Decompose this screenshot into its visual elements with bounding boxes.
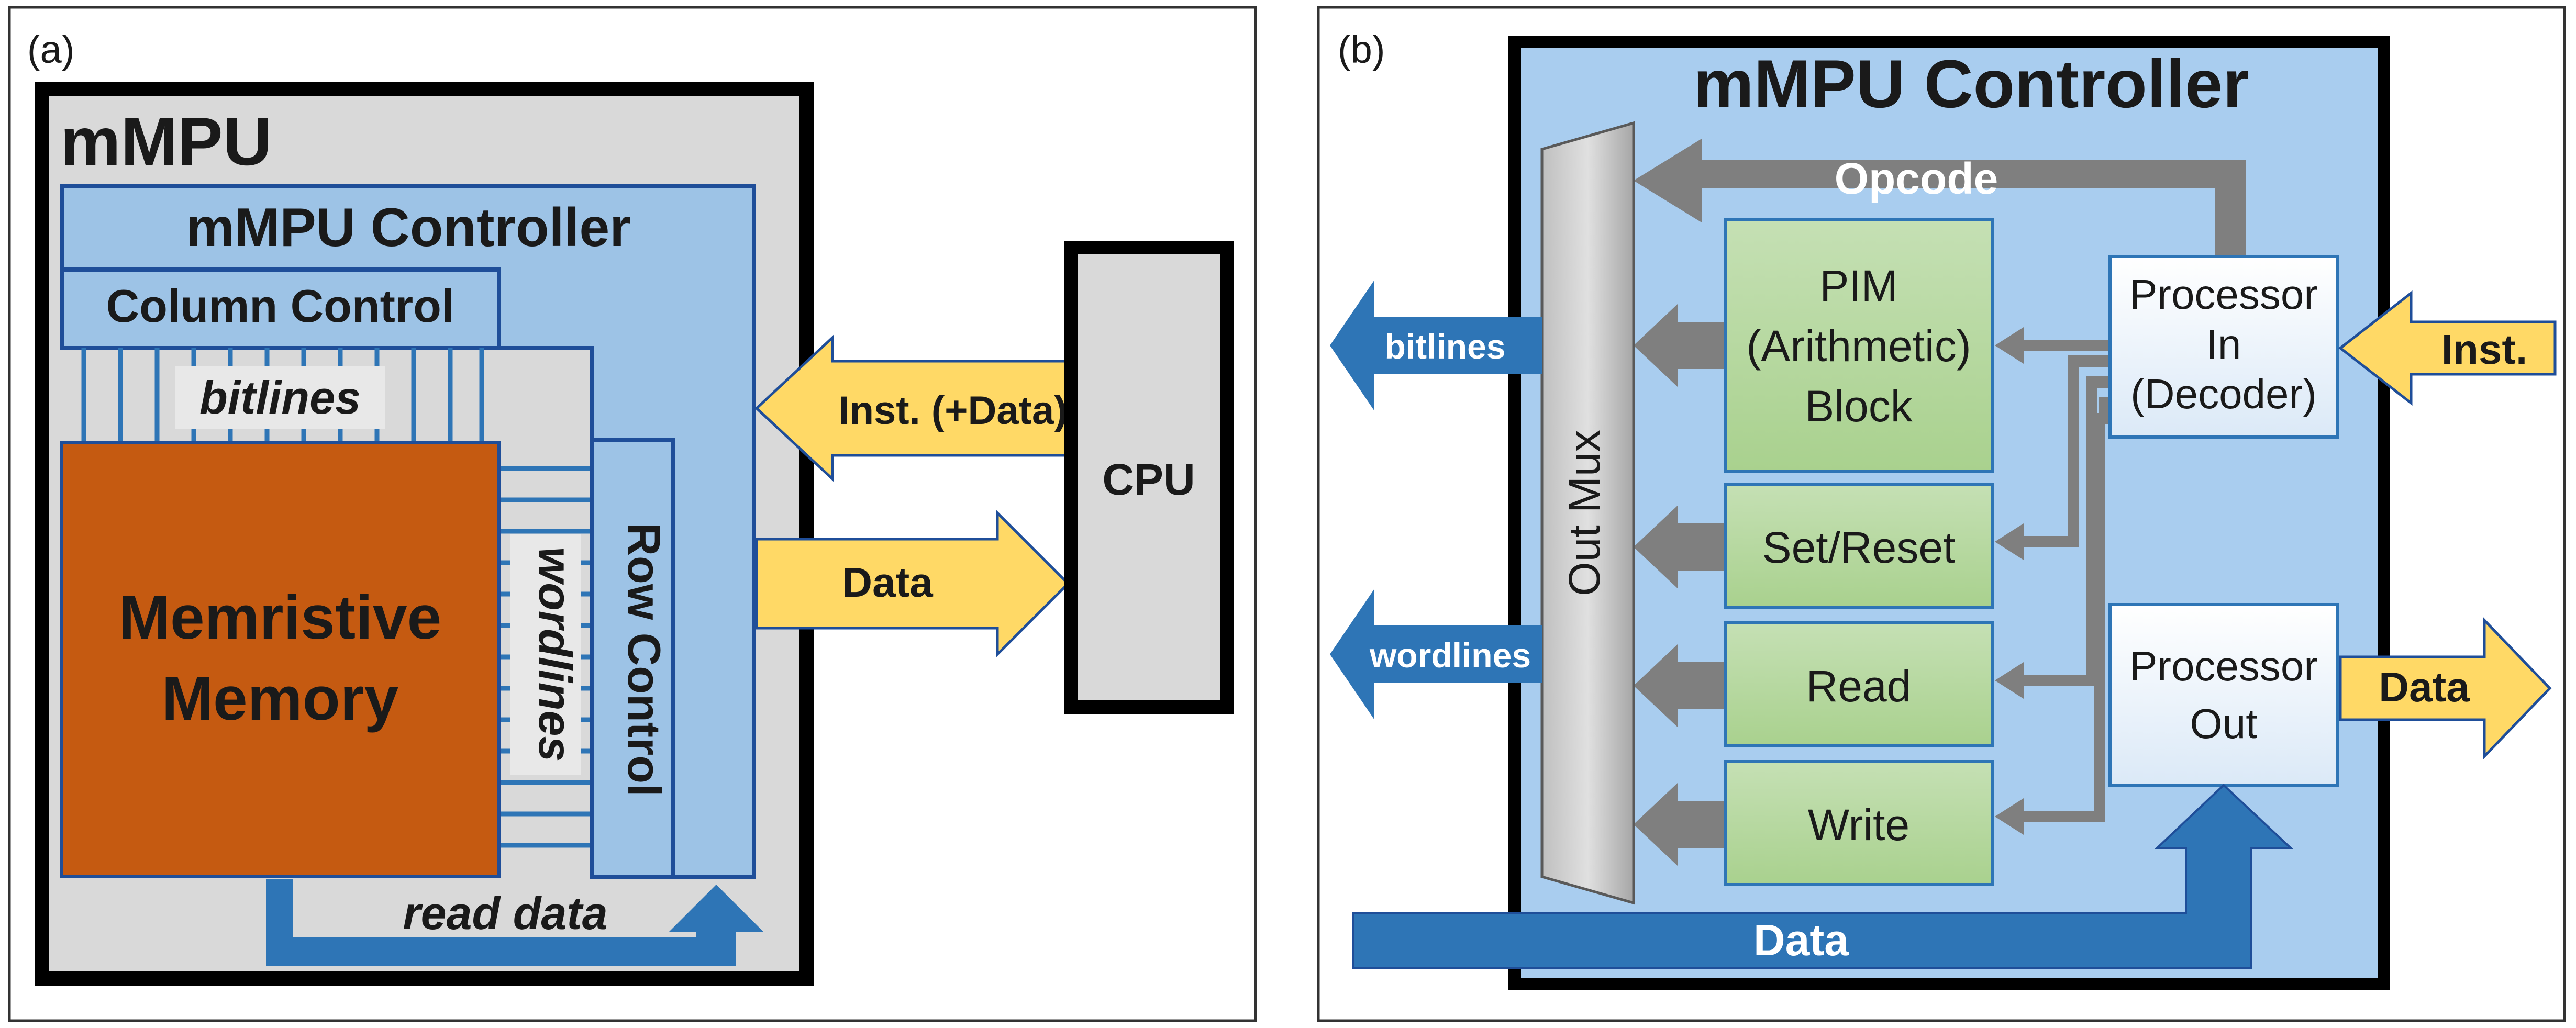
bitlines-label: bitlines [199,372,361,423]
controller-title-b: mMPU Controller [1693,46,2249,122]
processor-in-line1: Processor [2129,271,2318,318]
out-mux-label: Out Mux [1560,430,1609,596]
cpu-label: CPU [1102,455,1195,504]
column-control-label: Column Control [106,280,454,332]
opcode-label: Opcode [1835,154,1998,203]
read-data-label: read data [403,887,607,939]
processor-out-line1: Processor [2129,643,2318,689]
read-to-mux-arrow [1634,644,1725,728]
wordlines-label-bg [510,534,581,775]
panel-a: (a) mMPU mMPU Controller Column Control … [8,6,1257,1022]
read-block [1724,621,1994,747]
data-bus-label: Data [1753,915,1849,965]
set-reset-block [1724,483,1994,609]
read-label: Read [1806,662,1912,711]
block-to-mux-arrows [1634,304,1769,866]
wordlines-arrow [1330,589,1542,720]
pim-to-mux-arrow [1634,304,1725,387]
bitlines-label-bg [175,366,385,429]
decoder-traces [2018,340,2111,822]
write-block [1724,760,1994,886]
data-arrow-b [2339,617,2552,760]
opcode-arrow [1634,139,2246,256]
memory-label-line1: Memristive [119,583,442,652]
data-arrow-right [755,509,1070,658]
bitlines-arrow-label: bitlines [1384,327,1505,366]
panel-b: (b) mMPU Controller Opcode [1317,6,2566,1022]
column-control [60,267,501,350]
wordlines-arrow-label: wordlines [1369,636,1531,675]
processor-in-line2: In [2206,321,2241,367]
pim-label-line2: (Arithmetic) [1746,321,1971,371]
processor-in-line3: (Decoder) [2130,371,2317,417]
processor-out [2108,603,2339,787]
row-control-label: Row Control [618,522,670,796]
pim-block [1724,218,1994,473]
pim-label-line1: PIM [1819,261,1897,310]
data-arrow-label: Data [842,559,933,606]
panel-a-tag: (a) [27,28,74,71]
data-bus [1352,784,2294,969]
bitlines-arrow [1330,280,1542,411]
panel-b-tag: (b) [1338,28,1385,71]
write-label: Write [1808,800,1909,850]
memristive-memory [60,441,501,878]
cpu-box [1064,241,1234,714]
row-control [590,438,675,879]
inst-arrow-b [2338,290,2557,406]
controller-title: mMPU Controller [186,197,630,258]
read-data-arrow [266,879,763,966]
set-reset-label: Set/Reset [1762,523,1956,572]
write-to-mux-arrow [1634,783,1725,866]
processor-out-line2: Out [2190,700,2258,747]
decoder-trace-heads [1995,327,2024,835]
inst-data-label: Inst. (+Data) [838,388,1067,433]
wordlines-label: wordlines [529,547,581,762]
inst-arrow-b-label: Inst. [2441,326,2527,373]
memory-label-line2: Memory [162,664,398,733]
processor-in [2108,255,2339,439]
data-arrow-b-label: Data [2379,664,2470,710]
setreset-to-mux-arrow [1634,505,1725,589]
pim-label-line3: Block [1805,382,1913,431]
mmpu-title: mMPU [60,103,272,180]
